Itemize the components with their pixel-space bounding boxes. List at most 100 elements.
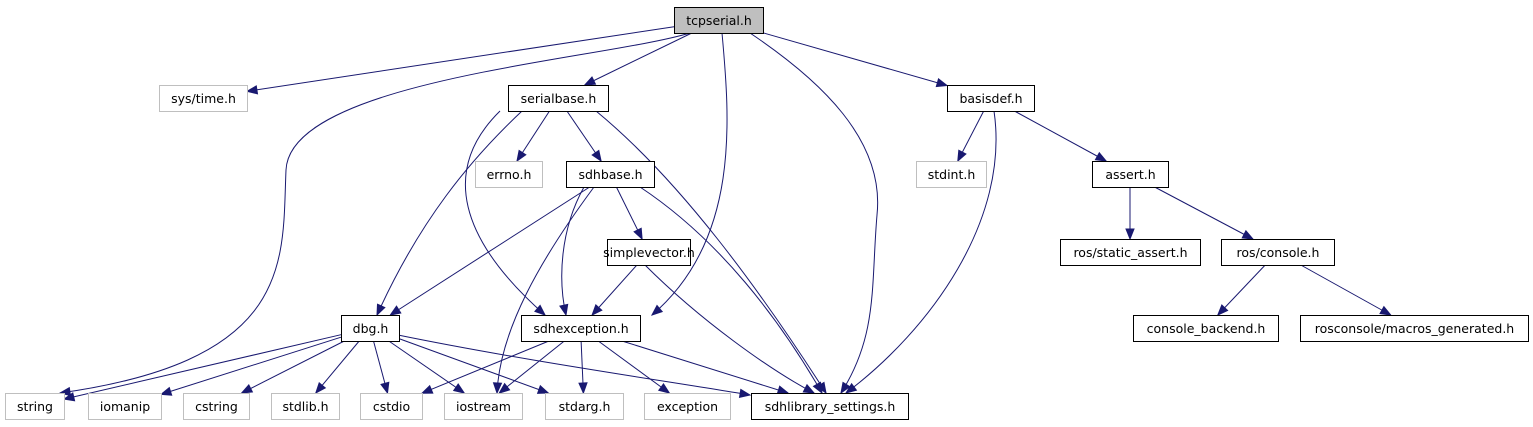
node-errno: errno.h bbox=[475, 161, 543, 188]
node-label: sys/time.h bbox=[171, 91, 236, 106]
node-stdint: stdint.h bbox=[916, 161, 987, 188]
node-sdhexception[interactable]: sdhexception.h bbox=[521, 315, 641, 342]
node-stdlib: stdlib.h bbox=[271, 393, 340, 420]
arrow-head bbox=[380, 381, 390, 395]
arrow-head bbox=[657, 383, 671, 394]
arrow-head bbox=[591, 304, 603, 317]
node-box bbox=[947, 85, 1035, 112]
edge-line bbox=[845, 110, 997, 394]
edge-sdhexception-to-sdhsettings bbox=[621, 340, 790, 395]
node-tcpserial: tcpserial.h bbox=[674, 7, 764, 34]
arrow-head bbox=[245, 85, 259, 95]
node-box bbox=[475, 161, 543, 188]
arrow-head bbox=[650, 304, 664, 316]
arrow-head bbox=[420, 384, 434, 394]
edge-tcpserial-to-basisdef bbox=[762, 32, 949, 88]
arrow-head bbox=[776, 385, 790, 395]
arrow-head bbox=[802, 383, 816, 394]
edge-sdhbase-to-simplevector bbox=[615, 186, 643, 241]
node-label: stdint.h bbox=[928, 167, 976, 182]
arrow-head bbox=[240, 384, 254, 394]
node-serialbase[interactable]: serialbase.h bbox=[508, 85, 609, 112]
node-macrosgen[interactable]: rosconsole/macros_generated.h bbox=[1300, 315, 1529, 342]
arrow-head bbox=[1125, 228, 1135, 241]
node-label: rosconsole/macros_generated.h bbox=[1315, 321, 1514, 336]
edge-sdhbase-to-dbg bbox=[389, 186, 590, 316]
edge-sdhbase-to-sdhexception bbox=[559, 186, 585, 317]
node-rosconsole[interactable]: ros/console.h bbox=[1221, 239, 1335, 266]
node-box bbox=[159, 85, 248, 112]
edge-tcpserial-to-sdhsettings bbox=[749, 32, 879, 395]
edge-dbg-to-cstring bbox=[240, 340, 345, 394]
node-box bbox=[508, 85, 609, 112]
edge-line bbox=[246, 26, 675, 92]
node-label: dbg.h bbox=[353, 321, 389, 336]
node-label: iomanip bbox=[100, 399, 150, 414]
edge-sdhexception-to-iostream bbox=[498, 340, 565, 394]
edge-serialbase-to-sdhbase bbox=[566, 110, 602, 163]
arrow-head bbox=[812, 381, 823, 395]
node-simplevector[interactable]: simplevector.h bbox=[603, 239, 695, 266]
edge-line bbox=[749, 32, 879, 394]
node-label: errno.h bbox=[487, 167, 532, 182]
edge-line bbox=[595, 110, 827, 394]
edge-sdhexception-to-cstdio bbox=[420, 340, 550, 394]
node-box bbox=[751, 393, 909, 420]
edge-serialbase-to-sdhexception bbox=[465, 110, 547, 316]
edge-line bbox=[241, 340, 345, 394]
edge-dbg-to-cstdio bbox=[373, 340, 390, 395]
edge-line bbox=[421, 340, 550, 394]
node-box bbox=[1060, 239, 1201, 266]
edge-basisdef-to-stdint bbox=[957, 110, 985, 163]
node-label: stdlib.h bbox=[282, 399, 328, 414]
node-box bbox=[360, 393, 423, 420]
arrow-head bbox=[583, 76, 597, 86]
node-sdhsettings[interactable]: sdhlibrary_settings.h bbox=[751, 393, 909, 420]
node-sdhbase[interactable]: sdhbase.h bbox=[566, 161, 655, 188]
edge-line bbox=[315, 340, 360, 394]
edge-line bbox=[160, 336, 342, 395]
edge-rosconsole-to-consolebackend bbox=[1216, 264, 1266, 316]
node-iomanip: iomanip bbox=[88, 393, 162, 420]
arrow-head bbox=[591, 149, 602, 163]
node-box bbox=[88, 393, 162, 420]
arrow-head bbox=[1216, 304, 1229, 316]
edge-dbg-to-iomanip bbox=[159, 336, 342, 396]
edge-line bbox=[1014, 110, 1107, 162]
arrow-head bbox=[498, 382, 511, 394]
edge-line bbox=[561, 186, 585, 316]
node-box bbox=[183, 393, 250, 420]
arrow-head bbox=[159, 386, 173, 396]
edge-line bbox=[390, 186, 590, 316]
node-rosstatic[interactable]: ros/static_assert.h bbox=[1060, 239, 1201, 266]
arrow-head bbox=[534, 304, 547, 316]
node-box bbox=[545, 393, 624, 420]
edge-line bbox=[762, 32, 948, 86]
node-box bbox=[1300, 315, 1529, 342]
arrow-head bbox=[1379, 305, 1392, 316]
edge-basisdef-to-assert bbox=[1014, 110, 1108, 162]
arrow-head bbox=[738, 388, 752, 398]
arrow-head bbox=[492, 382, 503, 395]
node-assert[interactable]: assert.h bbox=[1092, 161, 1169, 188]
node-label: string bbox=[17, 399, 53, 414]
arrow-head bbox=[376, 303, 386, 317]
edge-tcpserial-to-sdhexception bbox=[650, 32, 728, 316]
node-cstring: cstring bbox=[183, 393, 250, 420]
node-box bbox=[566, 161, 655, 188]
edge-serialbase-to-dbg bbox=[376, 110, 523, 317]
node-dbg[interactable]: dbg.h bbox=[341, 315, 400, 342]
node-label: simplevector.h bbox=[603, 245, 695, 260]
node-basisdef[interactable]: basisdef.h bbox=[947, 85, 1035, 112]
edge-line bbox=[63, 334, 342, 400]
edge-line bbox=[621, 340, 789, 394]
edge-line bbox=[1300, 264, 1391, 316]
node-box bbox=[1133, 315, 1279, 342]
edge-rosconsole-to-macrosgen bbox=[1300, 264, 1392, 316]
arrow-head bbox=[578, 382, 588, 395]
edge-basisdef-to-sdhsettings bbox=[844, 110, 997, 394]
edge-line bbox=[465, 110, 546, 316]
node-label: exception bbox=[657, 399, 718, 414]
node-consolebackend[interactable]: console_backend.h bbox=[1133, 315, 1279, 342]
node-label: ros/static_assert.h bbox=[1073, 245, 1187, 260]
